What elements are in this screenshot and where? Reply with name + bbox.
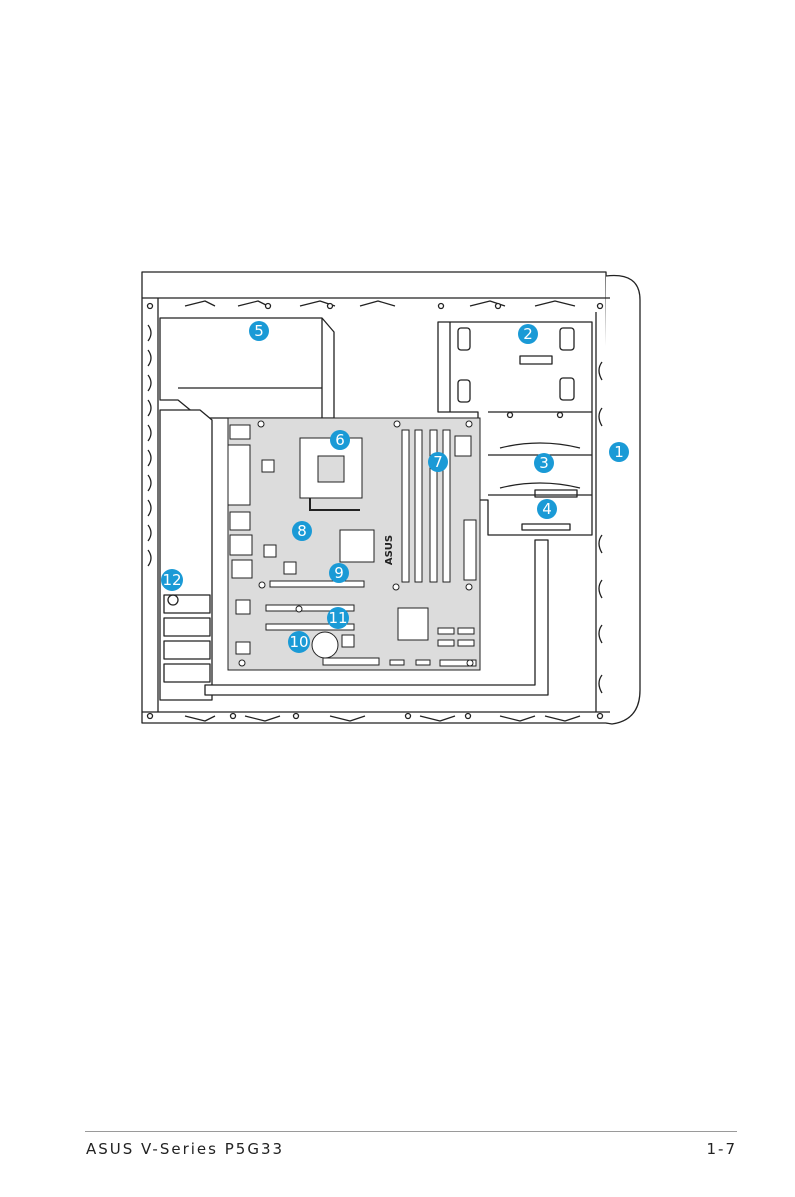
pcie-slot [270, 581, 364, 587]
callout-3: 3 [534, 453, 554, 473]
svg-text:11: 11 [328, 609, 347, 627]
callout-11: 11 [327, 607, 349, 629]
callout-10: 10 [288, 631, 310, 653]
dimm-slot [402, 430, 409, 582]
callout-12: 12 [161, 569, 183, 591]
callout-9: 9 [329, 563, 349, 583]
footer-product-name: ASUS V-Series P5G33 [86, 1140, 284, 1158]
svg-text:3: 3 [539, 454, 549, 472]
svg-text:12: 12 [162, 571, 181, 589]
svg-text:6: 6 [335, 431, 345, 449]
callout-7: 7 [428, 452, 448, 472]
svg-text:10: 10 [289, 633, 308, 651]
svg-text:1: 1 [614, 443, 624, 461]
rear-expansion-bracket [160, 410, 212, 700]
svg-text:2: 2 [523, 325, 533, 343]
callout-4: 4 [537, 499, 557, 519]
callout-1: 1 [609, 442, 629, 462]
front-bezel [606, 276, 640, 725]
svg-text:9: 9 [334, 564, 344, 582]
svg-text:4: 4 [542, 500, 552, 518]
power-supply [160, 318, 334, 418]
cmos-battery [312, 632, 338, 658]
northbridge-chip [340, 530, 374, 562]
board-brand-logo: ASUS [384, 535, 395, 565]
page-number: 1-7 [707, 1140, 738, 1158]
southbridge-chip [398, 608, 428, 640]
svg-text:5: 5 [254, 322, 264, 340]
callout-5: 5 [249, 321, 269, 341]
callout-6: 6 [330, 430, 350, 450]
callout-8: 8 [292, 521, 312, 541]
svg-text:8: 8 [297, 522, 307, 540]
svg-text:7: 7 [433, 453, 443, 471]
footer-rule [85, 1131, 737, 1132]
callout-2: 2 [518, 324, 538, 344]
